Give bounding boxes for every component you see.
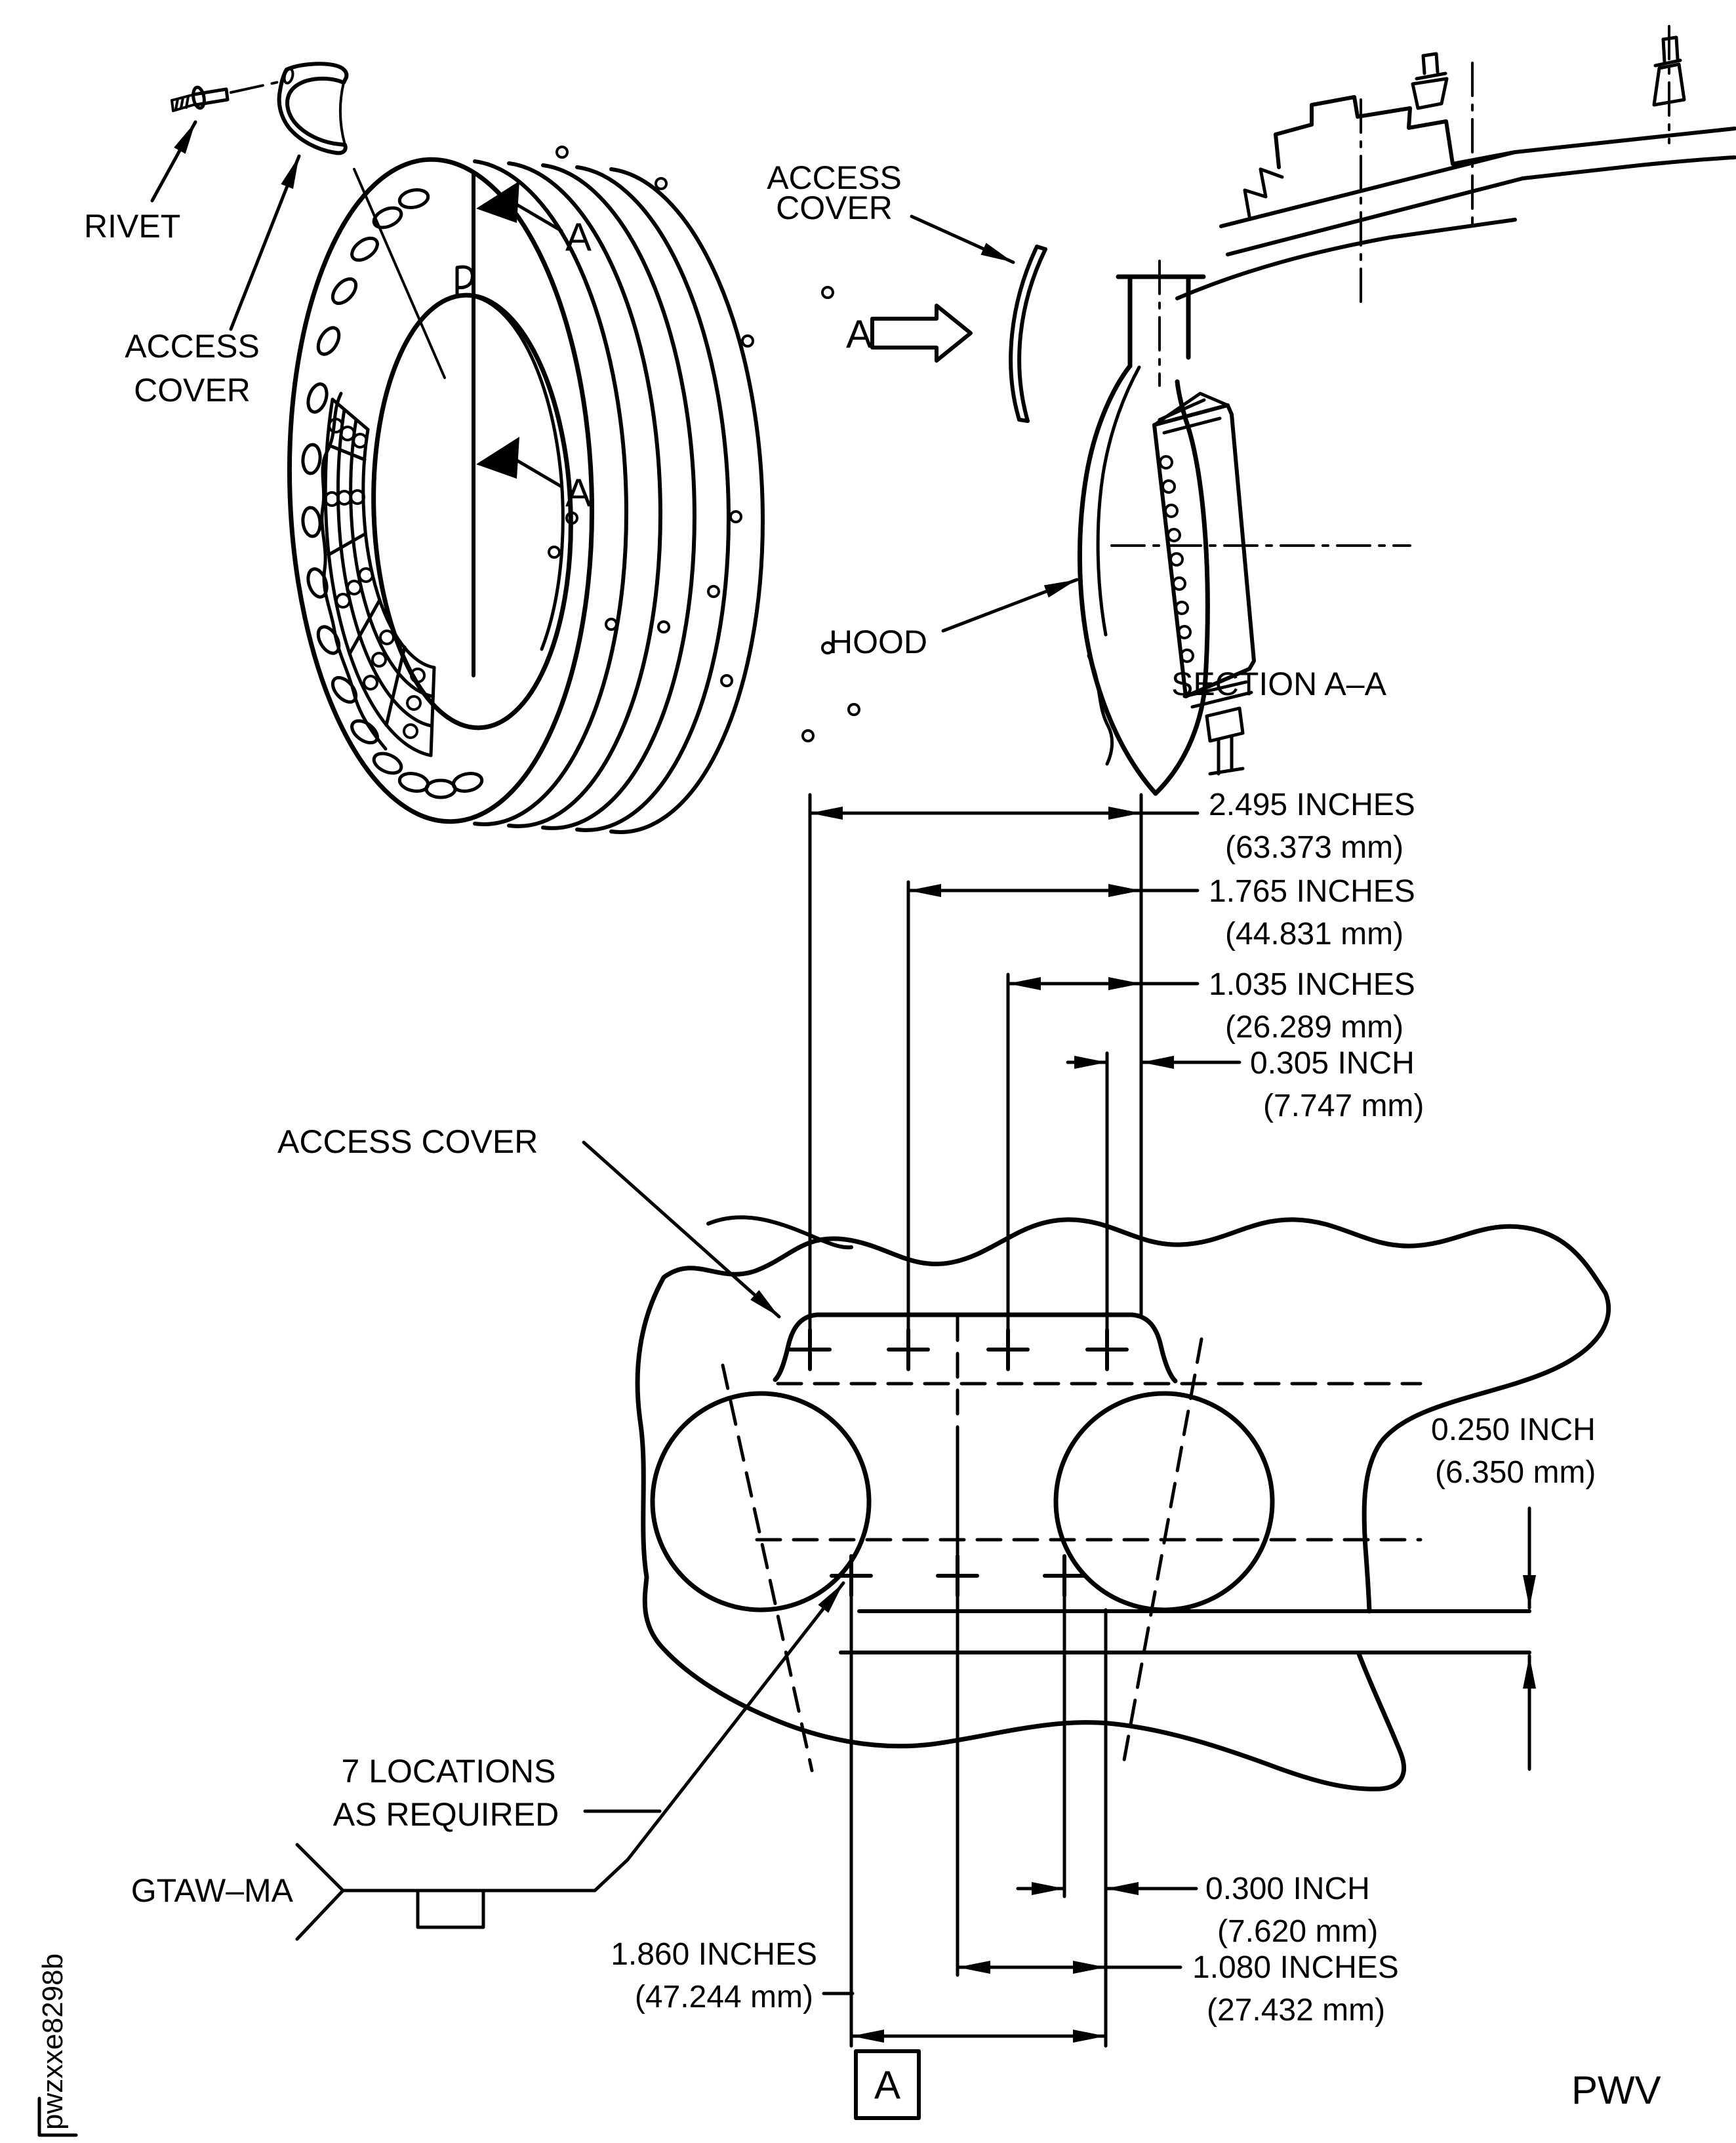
locations-note-1: 7 LOCATIONS — [342, 1753, 556, 1790]
hood-label: HOOD — [829, 624, 927, 660]
rivet-centerline — [230, 79, 286, 94]
rivet-arrow — [150, 120, 197, 203]
dim-0300-mm: (7.620 mm) — [1217, 1914, 1378, 1949]
dim-0250-mm: (6.350 mm) — [1435, 1455, 1596, 1490]
dim-1080-in: 1.080 INCHES — [1192, 1950, 1399, 1985]
detail-a-view: 2.495 INCHES (63.373 mm) 1.765 INCHES (4… — [131, 788, 1611, 2120]
dim-1035-mm: (26.289 mm) — [1225, 1010, 1403, 1045]
tab-feature — [455, 265, 474, 298]
right-hole — [1053, 1391, 1275, 1612]
detail-box-label: A — [874, 2063, 900, 2107]
dim-1765-mm: (44.831 mm) — [1225, 917, 1403, 951]
extension-lines — [808, 793, 1143, 2048]
installed-position-leader — [353, 168, 446, 379]
hidden-cover-edges — [721, 1315, 1423, 1772]
left-hole — [650, 1391, 872, 1612]
access-cover-section-strip — [1009, 245, 1047, 423]
hood-arrow — [941, 578, 1079, 633]
upper-mount-bracket — [1175, 35, 1736, 300]
view-direction-label-a: A — [846, 312, 872, 356]
dim-0305-mm: (7.747 mm) — [1263, 1089, 1424, 1123]
tl-access-cover-label-1: ACCESS — [125, 328, 260, 365]
section-label-a-bottom: A — [565, 471, 592, 515]
part-outline-lower — [642, 1574, 1406, 1792]
figure-code-bracket — [37, 2096, 78, 2137]
access-cover-part — [277, 62, 446, 379]
tr-access-cover-label-2: COVER — [776, 190, 893, 226]
rivet-holes — [324, 418, 426, 739]
weld-process-label: GTAW–MA — [131, 1872, 294, 1909]
locations-note-2: AS REQUIRED — [333, 1796, 559, 1833]
section-aa-caption: SECTION A–A — [1171, 666, 1387, 702]
dim-1035-in: 1.035 INCHES — [1209, 967, 1415, 1002]
case-dots — [548, 146, 860, 742]
section-cut-line-a: A A — [472, 172, 592, 677]
dim-1860-mm: (47.244 mm) — [635, 1980, 813, 2014]
centerlines — [1110, 25, 1670, 547]
detail-access-cover-edge — [773, 1312, 1178, 1384]
dimension-lines — [808, 807, 1536, 2043]
dim-2495-in: 2.495 INCHES — [1209, 788, 1415, 822]
dim-2495-mm: (63.373 mm) — [1225, 830, 1403, 865]
combustion-case-drum — [287, 146, 860, 834]
rivet-label: RIVET — [84, 208, 180, 245]
dim-1080-mm: (27.432 mm) — [1207, 1993, 1385, 2028]
view-direction-arrow-icon — [870, 304, 973, 363]
section-aa-view: ACCESS COVER A — [767, 25, 1736, 796]
access-cover-arrow — [229, 154, 301, 331]
figure-code: pwzxxe8298b — [37, 1953, 69, 2130]
tr-access-cover-arrow — [910, 214, 1015, 264]
rivet-patch-grid — [320, 391, 436, 757]
detail-access-cover-label: ACCESS COVER — [277, 1123, 538, 1160]
part-outline-upper — [635, 1217, 1611, 1614]
detail-box — [854, 2049, 921, 2120]
page-code: PWV — [1571, 2068, 1661, 2112]
detail-identifier: A — [854, 2049, 921, 2120]
rivet-figure — [171, 79, 286, 112]
tr-access-cover-label-1: ACCESS — [767, 159, 902, 196]
section-label-a-top: A — [565, 215, 592, 259]
dim-1860-in: 1.860 INCHES — [611, 1937, 817, 1972]
rivet-location-crosses-top — [788, 1328, 1129, 1371]
dim-0250-in: 0.250 INCH — [1431, 1412, 1596, 1447]
hood-section-outline — [1077, 274, 1210, 796]
flange-strip — [839, 1609, 1531, 1654]
weld-symbol — [295, 1581, 845, 1941]
dim-0305-in: 0.305 INCH — [1250, 1046, 1415, 1081]
detail-access-cover-arrow — [582, 1140, 781, 1319]
section-arrow-top-icon — [476, 181, 519, 223]
section-arrow-bottom-icon — [476, 437, 519, 479]
tl-access-cover-label-2: COVER — [134, 372, 251, 409]
inner-liner — [1152, 391, 1256, 776]
dim-1765-in: 1.765 INCHES — [1209, 874, 1415, 909]
dim-0300-in: 0.300 INCH — [1205, 1872, 1370, 1906]
